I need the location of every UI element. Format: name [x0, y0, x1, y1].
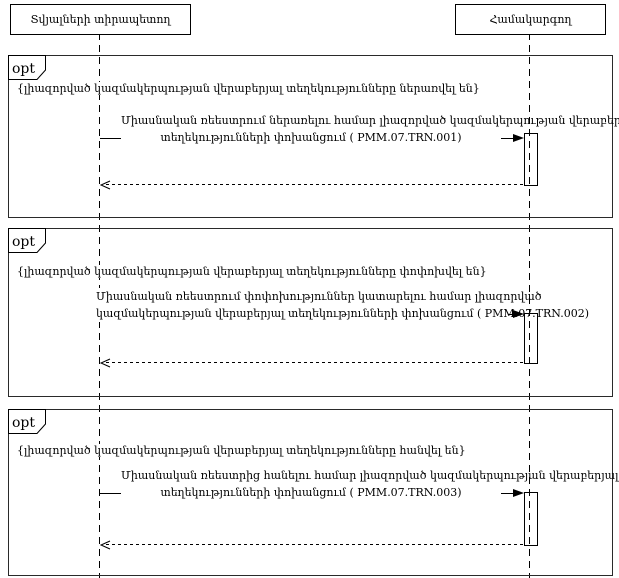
filled-arrowhead-icon — [513, 134, 524, 142]
activation-bar — [524, 492, 538, 546]
opt-operator-tag: opt — [8, 55, 46, 80]
opt-operator-label: opt — [12, 61, 35, 77]
activation-bar — [524, 133, 538, 186]
actor-box-data-owner: Տվյալների տիրապետող — [10, 4, 191, 35]
message-text-line: տեղեկությունների փոխանցում ( PMM.07.TRN.… — [160, 131, 462, 144]
guard-condition: {լիազորված կազմակերպության վերաբերյալ տե… — [15, 444, 468, 457]
message-text-line: Միասնական ռեեստրից հանելու համար լիազորվ… — [121, 469, 619, 482]
open-arrowhead-icon — [99, 180, 111, 190]
return-message-line — [106, 184, 524, 185]
actor-label: Տվյալների տիրապետող — [30, 13, 171, 26]
message-text-line: տեղեկությունների փոխանցում ( PMM.07.TRN.… — [160, 486, 462, 499]
call-message-label: Միասնական ռեեստրից հանելու համար լիազորվ… — [121, 467, 619, 501]
opt-operator-tag: opt — [8, 228, 46, 253]
filled-arrowhead-icon — [513, 489, 524, 497]
call-message-label: Միասնական ռեեստրում փոփոխություններ կատա… — [96, 288, 590, 322]
opt-operator-label: opt — [12, 415, 35, 431]
actor-box-coordinator: Համակարգող — [455, 4, 606, 35]
message-text-line: կազմակերպության վերաբերյալ տեղեկությունն… — [96, 307, 590, 320]
opt-fragment-include: opt {լիազորված կազմակերպության վերաբերյա… — [8, 55, 619, 218]
lifeline-coordinator — [529, 33, 530, 578]
filled-arrowhead-icon — [513, 310, 524, 318]
opt-fragment-modify: opt {լիազորված կազմակերպության վերաբերյա… — [8, 228, 613, 397]
message-text-line: Միասնական ռեեստրում փոփոխություններ կատա… — [96, 290, 542, 303]
call-message-label: Միասնական ռեեստրում ներառելու համար լիազ… — [121, 112, 619, 146]
actor-label: Համակարգող — [489, 13, 572, 26]
return-message-line — [106, 544, 524, 545]
guard-condition: {լիազորված կազմակերպության վերաբերյալ տե… — [15, 265, 489, 278]
opt-fragment-remove: opt {լիազորված կազմակերպության վերաբերյա… — [8, 409, 619, 576]
opt-operator-tag: opt — [8, 409, 46, 434]
guard-condition: {լիազորված կազմակերպության վերաբերյալ տե… — [15, 82, 482, 95]
open-arrowhead-icon — [99, 358, 111, 368]
message-text-line: Միասնական ռեեստրում ներառելու համար լիազ… — [121, 114, 619, 127]
open-arrowhead-icon — [99, 540, 111, 550]
opt-operator-label: opt — [12, 234, 35, 250]
return-message-line — [106, 362, 524, 363]
activation-bar — [524, 313, 538, 364]
